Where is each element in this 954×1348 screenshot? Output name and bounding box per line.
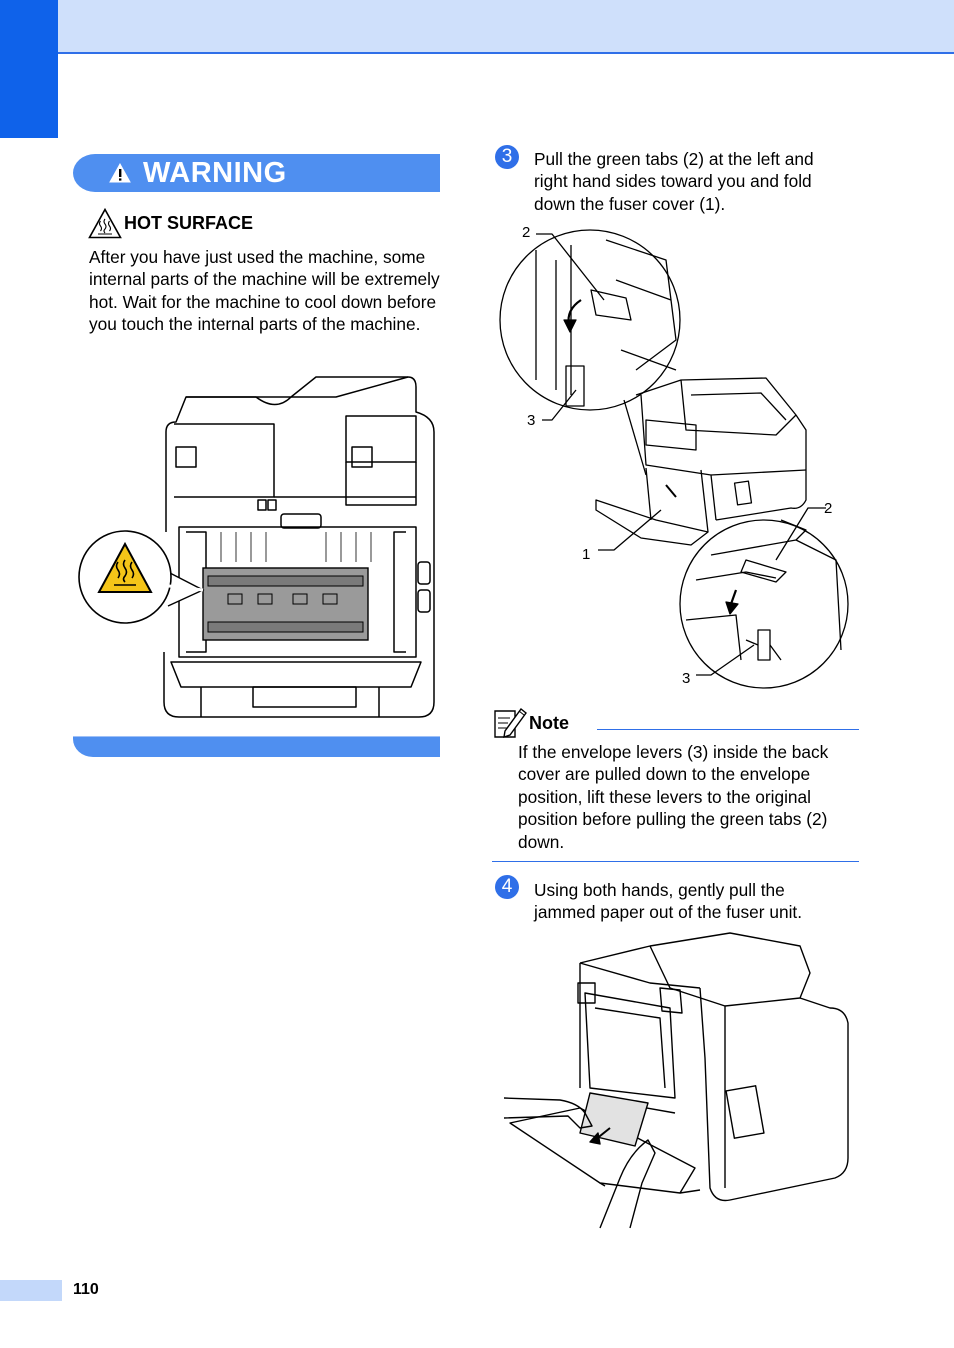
note-heading: Note [529,713,569,733]
hot-surface-heading: HOT SURFACE [124,213,254,233]
note-pencil-icon [494,707,527,739]
step-4-text: Using both hands, gently pull the jammed… [534,880,803,923]
callout-2-bottom: 2 [824,500,832,517]
callout-1: 1 [582,546,590,563]
hot-surface-label-icon [97,541,153,593]
callout-2-top: 2 [522,224,530,241]
step-number-3: 3 [495,145,519,169]
warning-triangle-icon [109,163,131,183]
warning-title: WARNING [143,157,287,189]
callout-3-bottom: 3 [682,670,690,687]
callout-3-top: 3 [527,412,535,429]
note-bottom-rule [492,861,859,862]
note-top-rule [597,729,859,730]
remove-jammed-paper-illustration [503,932,849,1229]
step-3-text: Pull the green tabs (2) at the left and … [534,149,814,214]
page-number: 110 [73,1281,99,1298]
chapter-tab [0,0,58,138]
warning-body-text: After you have just used the machine, so… [89,247,440,335]
header-band [0,0,954,54]
warning-footer [73,736,440,757]
fuser-cover-illustration: 2 3 1 2 3 [499,224,849,689]
machine-rear-fuser-illustration [78,376,435,718]
hot-surface-icon [88,208,122,239]
note-body-text: If the envelope levers (3) inside the ba… [518,742,829,852]
step-number-4: 4 [495,875,519,899]
warning-header: WARNING [73,154,440,192]
page-number-tab [0,1280,62,1301]
